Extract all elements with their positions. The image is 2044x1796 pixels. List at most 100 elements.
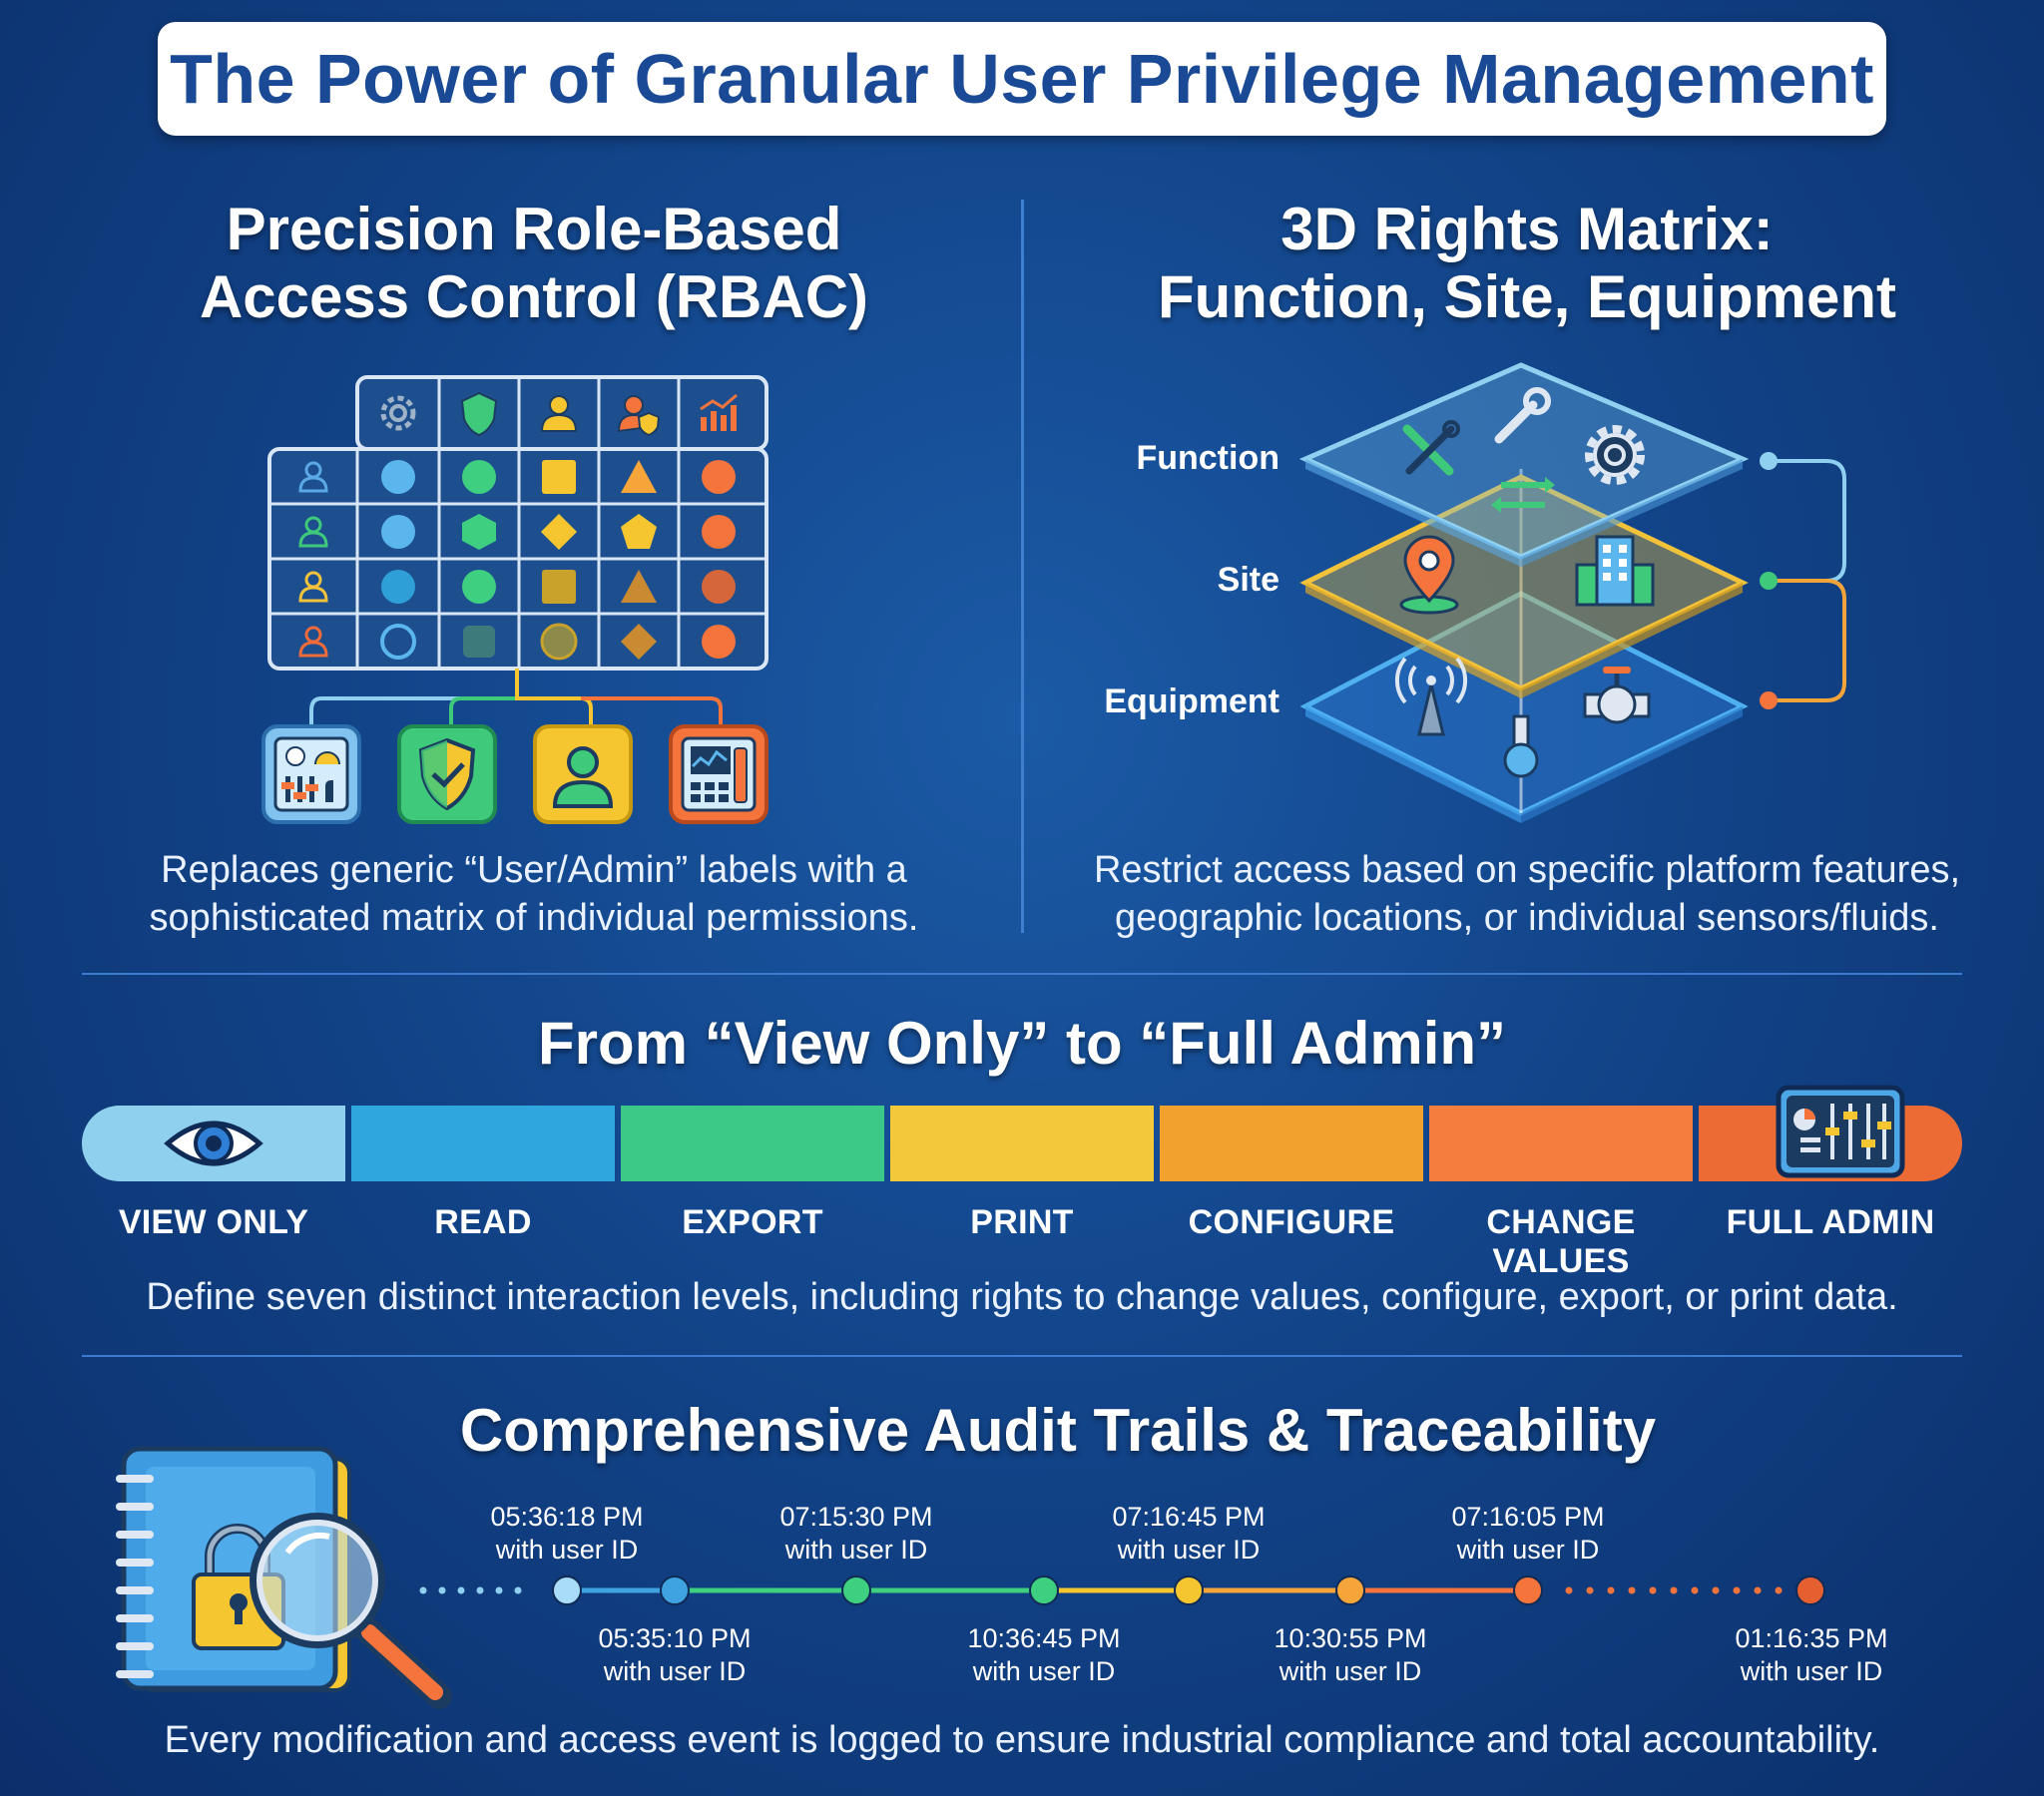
- timeline-event-node: [1174, 1575, 1204, 1605]
- level-label: CONFIGURE: [1188, 1203, 1395, 1241]
- rbac-matrix-diagram: [261, 375, 768, 824]
- matrix-heading-line1: 3D Rights Matrix:: [1280, 196, 1774, 262]
- event-time: 07:16:45 PM: [1112, 1502, 1266, 1532]
- level-label: CHANGE VALUES: [1486, 1203, 1636, 1280]
- level-label: FULL ADMIN: [1726, 1203, 1935, 1241]
- rights-matrix-diagram: [1298, 362, 1846, 823]
- timeline-dot: [1754, 1586, 1762, 1594]
- gear-icon: [1585, 425, 1645, 485]
- event-top-3: 07:16:45 PM with user ID: [1089, 1501, 1288, 1567]
- rbac-description-line1: Replaces generic “User/Admin” labels wit…: [161, 849, 907, 891]
- equipment-layer: [1299, 591, 1749, 823]
- timeline-event-node: [1795, 1575, 1825, 1605]
- eye-icon: [164, 1121, 263, 1166]
- row-user-icons: [298, 461, 328, 658]
- level-segment: [351, 1106, 615, 1181]
- level-segment: [621, 1106, 884, 1181]
- timeline-dot: [457, 1586, 465, 1594]
- level-label: PRINT: [970, 1203, 1074, 1241]
- tools-icon: [1402, 420, 1460, 476]
- timeline-dot: [1733, 1586, 1741, 1594]
- timeline-dot: [419, 1586, 427, 1594]
- timeline-dot: [1775, 1586, 1783, 1594]
- swap-arrows-icon: [1491, 477, 1555, 513]
- timeline-event-node: [552, 1575, 582, 1605]
- chart-icon: [700, 393, 738, 431]
- timeline-event-node: [1513, 1575, 1543, 1605]
- timeline-dot: [514, 1586, 522, 1594]
- admin-panel-icon: [1776, 1085, 1905, 1178]
- rbac-description: Replaces generic “User/Admin” labels wit…: [90, 846, 978, 942]
- level-segment: [1429, 1106, 1693, 1181]
- user-icon: [540, 395, 578, 432]
- event-user: with user ID: [1117, 1535, 1261, 1565]
- timeline-dot: [1670, 1586, 1678, 1594]
- flask-icon: [1503, 714, 1539, 778]
- event-user: with user ID: [1740, 1656, 1883, 1686]
- matrix-heading: 3D Rights Matrix: Function, Site, Equipm…: [1078, 196, 1976, 331]
- permission-cells: [380, 460, 736, 661]
- levels-heading: From “View Only” to “Full Admin”: [537, 1010, 1507, 1077]
- matrix-description-line2: geographic locations, or individual sens…: [1115, 897, 1939, 939]
- shield-icon: [460, 391, 498, 437]
- event-time: 01:16:35 PM: [1735, 1623, 1888, 1653]
- event-user: with user ID: [1278, 1656, 1422, 1686]
- matrix-connectors: [309, 669, 723, 728]
- event-top-4: 07:16:05 PM with user ID: [1428, 1501, 1628, 1567]
- section-divider-2: [82, 1355, 1962, 1357]
- title-banner: The Power of Granular User Privilege Man…: [158, 22, 1886, 136]
- matrix-heading-line2: Function, Site, Equipment: [1158, 263, 1896, 330]
- section-divider-vertical: [1021, 200, 1024, 933]
- event-bottom-2: 10:36:45 PM with user ID: [944, 1622, 1144, 1688]
- level-label: VIEW ONLY: [118, 1203, 309, 1241]
- event-time: 05:35:10 PM: [598, 1623, 752, 1653]
- shield-check-icon: [397, 724, 497, 824]
- timeline-dot: [1628, 1586, 1636, 1594]
- dashboard-icon: [669, 724, 768, 824]
- rbac-heading-line2: Access Control (RBAC): [199, 263, 869, 330]
- event-bottom-1: 05:35:10 PM with user ID: [575, 1622, 774, 1688]
- magnifying-glass-icon: [250, 1513, 452, 1709]
- event-bottom-3: 10:30:55 PM with user ID: [1251, 1622, 1450, 1688]
- layer-label-function: Function: [1136, 439, 1279, 477]
- section-divider-1: [82, 973, 1962, 975]
- gear-icon: [380, 395, 416, 431]
- event-user: with user ID: [784, 1535, 928, 1565]
- timeline-dot: [1565, 1586, 1573, 1594]
- layer-label-site: Site: [1217, 561, 1279, 599]
- valve-icon: [1583, 667, 1651, 724]
- user-shield-icon: [617, 395, 661, 437]
- timeline-dot: [476, 1586, 484, 1594]
- timeline-dot: [495, 1586, 503, 1594]
- timeline-event-node: [660, 1575, 690, 1605]
- timeline-dot: [1649, 1586, 1657, 1594]
- event-user: with user ID: [1456, 1535, 1600, 1565]
- event-user: with user ID: [603, 1656, 747, 1686]
- timeline-dot: [1586, 1586, 1594, 1594]
- event-user: with user ID: [972, 1656, 1116, 1686]
- level-segment: [1160, 1106, 1423, 1181]
- user-icon: [533, 724, 633, 824]
- event-top-2: 07:15:30 PM with user ID: [757, 1501, 956, 1567]
- level-label: EXPORT: [682, 1203, 823, 1241]
- building-icon: [1575, 535, 1655, 607]
- audit-description: Every modification and access event is l…: [164, 1719, 1880, 1761]
- matrix-description: Restrict access based on specific platfo…: [1058, 846, 1996, 942]
- timeline-event-node: [1029, 1575, 1059, 1605]
- permission-matrix: [267, 375, 768, 671]
- location-pin-icon: [1399, 535, 1459, 615]
- layer-label-equipment: Equipment: [1104, 682, 1279, 720]
- timeline-dot: [1607, 1586, 1615, 1594]
- level-label: READ: [434, 1203, 532, 1241]
- site-layer: [1299, 474, 1749, 698]
- rbac-heading: Precision Role-Based Access Control (RBA…: [90, 196, 978, 331]
- event-top-1: 05:36:18 PM with user ID: [467, 1501, 667, 1567]
- event-bottom-4: 01:16:35 PM with user ID: [1712, 1622, 1911, 1688]
- event-time: 05:36:18 PM: [490, 1502, 644, 1532]
- event-user: with user ID: [495, 1535, 639, 1565]
- timeline-event-node: [1335, 1575, 1365, 1605]
- antenna-icon: [1394, 657, 1468, 736]
- levels-description: Define seven distinct interaction levels…: [146, 1276, 1898, 1318]
- function-layer: [1298, 362, 1750, 567]
